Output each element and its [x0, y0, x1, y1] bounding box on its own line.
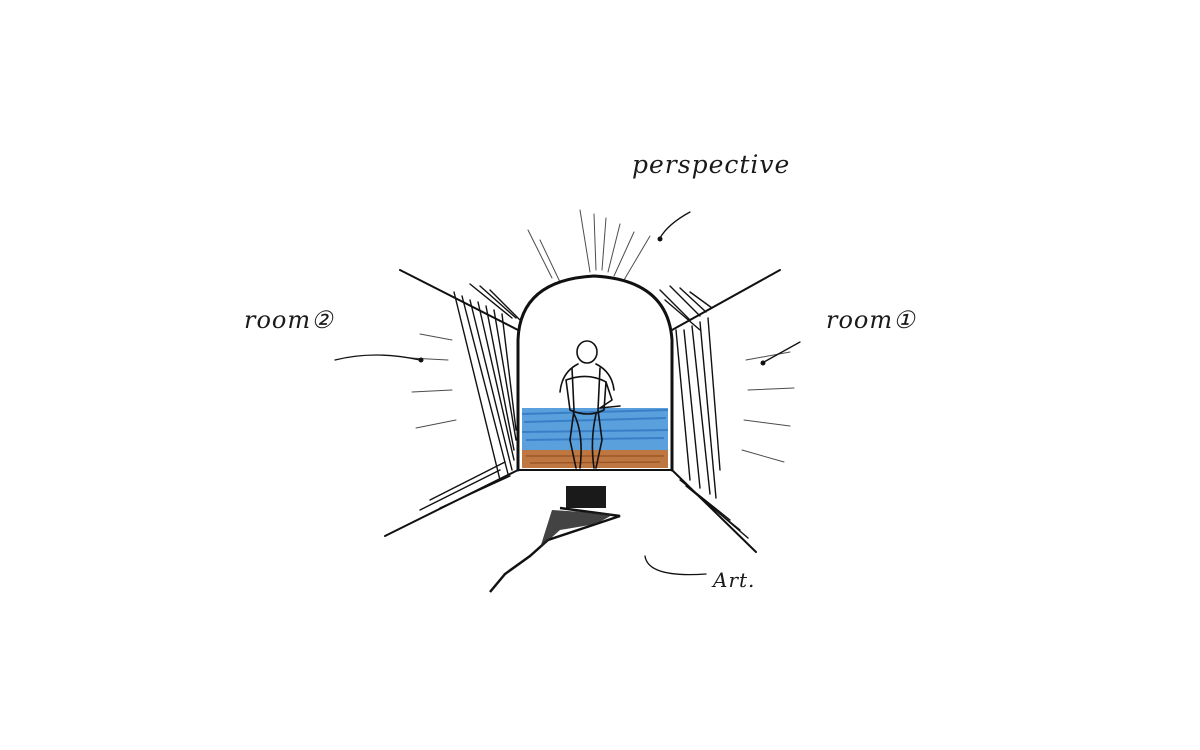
arch-outline [516, 274, 674, 472]
room-left-label: room② [244, 306, 334, 334]
perspective-label: perspective [632, 150, 791, 179]
sea-band [521, 408, 669, 450]
leader-lines [334, 211, 801, 576]
art-label: Art. [713, 568, 756, 592]
right-wall-hatching [659, 285, 749, 539]
room-right-label: room① [826, 306, 916, 334]
statue-figure [559, 340, 621, 469]
radiating-strokes [409, 209, 795, 463]
left-wall-hatching [419, 283, 521, 511]
pedestal [489, 486, 621, 593]
ground-band [522, 450, 668, 468]
